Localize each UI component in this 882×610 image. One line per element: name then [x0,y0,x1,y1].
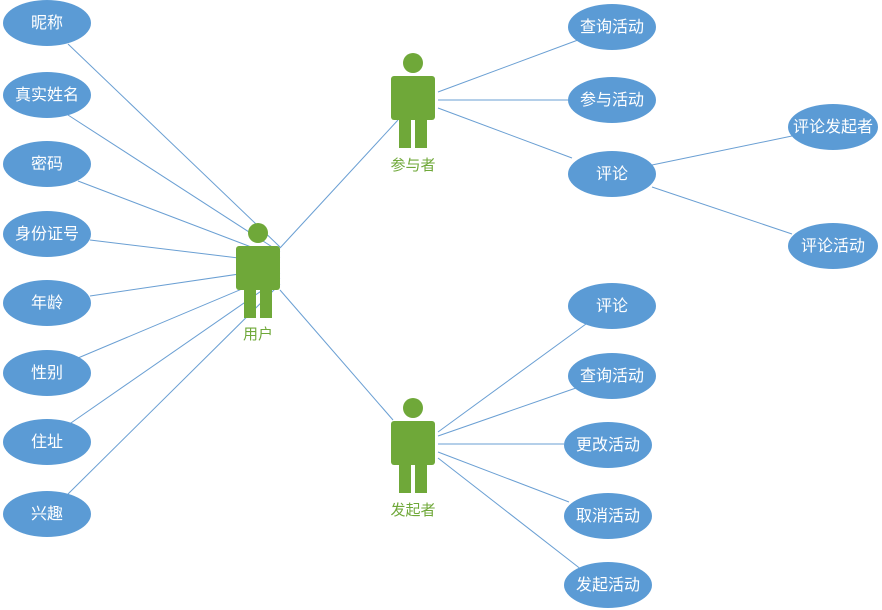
connector-line [437,451,570,503]
attr-gender: 性别 [3,350,91,396]
connector-line [67,283,281,495]
person-icon [391,53,435,148]
comment-activity: 评论活动 [788,223,878,269]
initiator-modify-activity: 更改活动 [564,422,652,468]
attr-password: 密码 [3,141,91,187]
participant-join-activity: 参与活动 [568,77,656,123]
actor-initiator-label: 发起者 [390,501,436,519]
comment-initiator: 评论发起者 [788,104,878,150]
initiator-launch-activity: 发起活动 [564,562,652,608]
connector-line [437,323,587,433]
connector-line [437,457,583,571]
participant-query-activity: 查询活动 [568,4,656,50]
person-icon [391,398,435,493]
connector-line [67,114,281,253]
connector-line [77,180,281,259]
attr-id-number: 身份证号 [3,211,91,257]
actor-user-label: 用户 [242,325,274,343]
participant-comment: 评论 [568,151,656,197]
initiator-query-activity: 查询活动 [568,353,656,399]
initiator-comment: 评论 [568,283,656,329]
initiator-cancel-activity: 取消活动 [564,493,652,539]
attr-age: 年龄 [3,280,91,326]
attr-real-name: 真实姓名 [3,72,91,118]
connector-line [437,387,577,437]
connector-line [437,39,579,93]
actor-participant-label: 参与者 [390,156,436,174]
connector-line [651,186,793,235]
connector-line [67,43,281,248]
connector-line [279,119,399,249]
connector-line [437,107,573,159]
attr-nickname: 昵称 [3,0,91,46]
connector-line [279,289,394,421]
connector-line [651,135,793,166]
attr-interests: 兴趣 [3,491,91,537]
attr-address: 住址 [3,419,91,465]
person-icon [236,223,280,318]
